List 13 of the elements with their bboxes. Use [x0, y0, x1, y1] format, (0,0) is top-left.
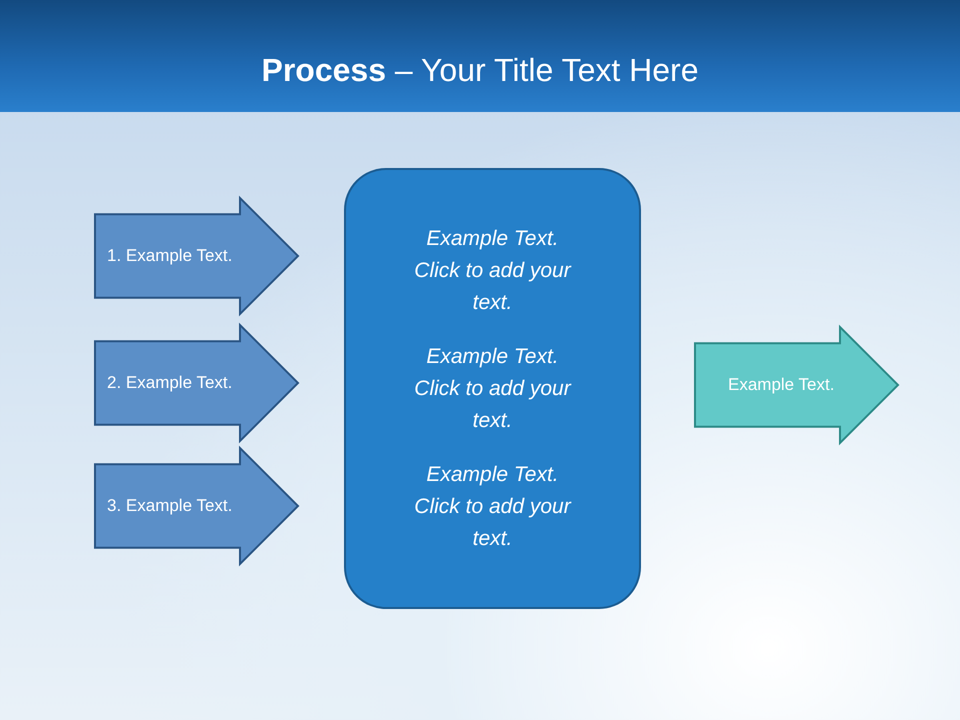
arrow-label: 2. Example Text. — [106, 373, 232, 393]
slide-title: Process – Your Title Text Here — [260, 52, 700, 89]
arrow-shape — [95, 325, 298, 441]
arrow-shape — [95, 198, 298, 314]
panel-text: Example Text. Click to add your text. — [413, 226, 572, 316]
arrow-shape — [695, 327, 898, 443]
arrow-label: 3. Example Text. — [106, 496, 232, 516]
rounded-panel — [344, 168, 641, 609]
panel-text: Example Text. Click to add your text. — [413, 462, 572, 552]
arrow-label: 1. Example Text. — [106, 246, 232, 266]
arrow-shape — [95, 448, 298, 564]
arrow-label: Example Text. — [727, 375, 834, 395]
panel-text: Example Text. Click to add your text. — [413, 344, 572, 434]
